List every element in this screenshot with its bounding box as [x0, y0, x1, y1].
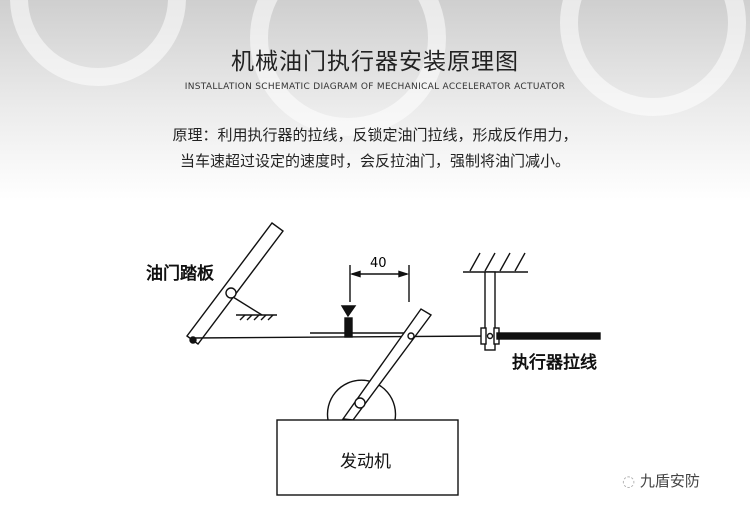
description-line: 当车速超过设定的速度时，会反拉油门，强制将油门减小。 — [179, 152, 570, 170]
dimension-40 — [349, 265, 410, 302]
actuator-mount — [484, 271, 496, 351]
engine-pulley — [326, 379, 397, 421]
accelerator-pedal — [186, 222, 284, 345]
dimension-label: 40 — [370, 256, 387, 271]
wechat-icon: ◌ — [622, 472, 636, 490]
watermark: ◌ 九盾安防 — [622, 470, 700, 491]
actuator-cable — [496, 332, 601, 340]
cable-label: 执行器拉线 — [512, 353, 597, 373]
page-subtitle: INSTALLATION SCHEMATIC DIAGRAM OF MECHAN… — [184, 82, 566, 92]
engine-label: 发动机 — [340, 452, 391, 472]
clamp-block — [344, 317, 353, 338]
page-title: 机械油门执行器安装原理图 — [231, 49, 519, 75]
description: 原理：利用执行器的拉线，反锁定油门拉线，形成反作用力， 当车速超过设定的速度时，… — [0, 122, 750, 174]
watermark-text: 九盾安防 — [639, 472, 700, 490]
throttle-cable — [192, 335, 491, 339]
gear-background — [0, 0, 750, 200]
clamp-arrow — [340, 305, 357, 318]
pedal-label: 油门踏板 — [146, 264, 214, 284]
description-line: 原理：利用执行器的拉线，反锁定油门拉线，形成反作用力， — [172, 126, 578, 144]
engine-box — [276, 419, 459, 496]
